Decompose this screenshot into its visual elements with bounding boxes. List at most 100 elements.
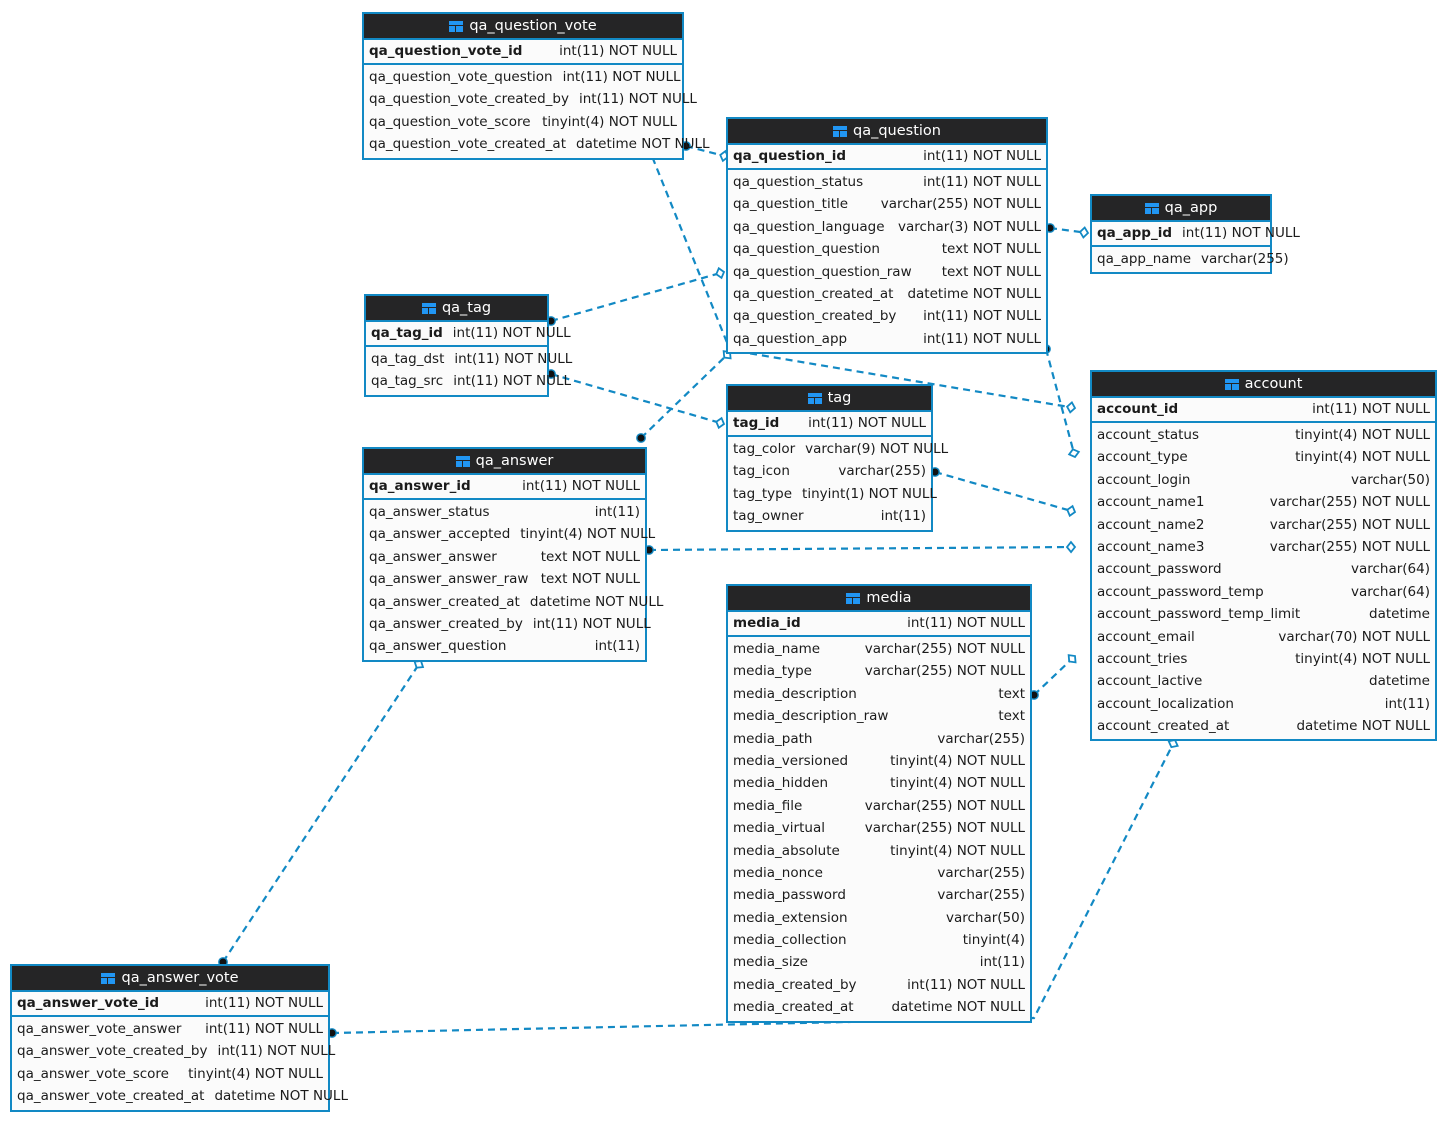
relationship-rel-qtag-src[interactable] <box>546 369 726 430</box>
attribute-type: int(11) <box>594 638 640 655</box>
attribute-name: tag_color <box>733 441 796 457</box>
attribute-name: tag_icon <box>733 463 790 480</box>
attribute-name: qa_answer_created_at <box>369 593 520 610</box>
attribute-type: int(11) NOT NULL <box>205 1021 323 1037</box>
attribute-name: qa_answer_vote_created_at <box>17 1088 205 1105</box>
relationship-rel-qq-app[interactable] <box>1045 223 1090 239</box>
relationship-rel-qav-answer[interactable] <box>218 658 425 967</box>
relationship-rel-qtag-id[interactable] <box>546 266 726 326</box>
relationship-rel-media-desc[interactable] <box>1029 652 1079 700</box>
attribute-name: qa_tag_src <box>371 373 444 390</box>
entity-header-tag: tag <box>728 386 931 412</box>
attribute-type: int(11) NOT NULL <box>923 148 1041 164</box>
relationship-line <box>1044 348 1077 458</box>
relationship-rel-qans-id[interactable] <box>636 348 734 443</box>
relationship-rel-tag-owner[interactable] <box>930 467 1077 518</box>
attribute-type: datetime NOT NULL <box>907 285 1041 302</box>
relationship-rel-qans-answer[interactable] <box>644 540 1077 555</box>
attribute-name: tag_owner <box>733 508 804 525</box>
relationship-rel-qq-createdby[interactable] <box>1041 344 1081 459</box>
